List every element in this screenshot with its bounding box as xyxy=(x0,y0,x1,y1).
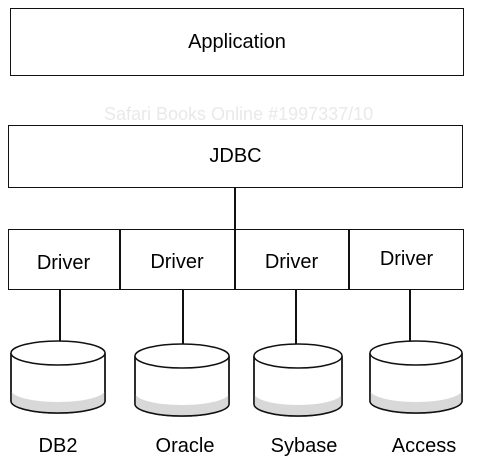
driver-db-connector xyxy=(295,290,297,346)
watermark-text: Safari Books Online #1997337/10 xyxy=(104,104,374,124)
jdbc-box: JDBC xyxy=(8,125,463,188)
driver-divider xyxy=(234,229,236,290)
database-label-oracle: Oracle xyxy=(155,435,215,457)
driver-oracle: Driver xyxy=(150,250,204,273)
driver-row xyxy=(8,229,464,290)
application-label: Application xyxy=(188,30,286,53)
database-cylinder-access xyxy=(369,340,463,414)
driver-db-connector xyxy=(409,290,411,343)
database-label-db2: DB2 xyxy=(38,435,78,457)
database-label-sybase: Sybase xyxy=(270,435,338,457)
driver-divider xyxy=(119,229,121,290)
driver-divider xyxy=(348,229,350,290)
driver-access: Driver xyxy=(379,247,434,270)
jdbc-driver-connector xyxy=(234,188,236,230)
driver-db2: Driver xyxy=(36,251,91,274)
driver-db-connector xyxy=(182,290,184,346)
jdbc-label: JDBC xyxy=(209,145,262,167)
application-box: Application xyxy=(10,8,464,76)
driver-db-connector xyxy=(59,290,61,343)
driver-sybase: Driver xyxy=(264,250,319,273)
database-cylinder-db2 xyxy=(10,340,106,414)
database-cylinder-sybase xyxy=(253,343,343,417)
database-label-access: Access xyxy=(391,435,457,457)
database-cylinder-oracle xyxy=(134,343,230,417)
